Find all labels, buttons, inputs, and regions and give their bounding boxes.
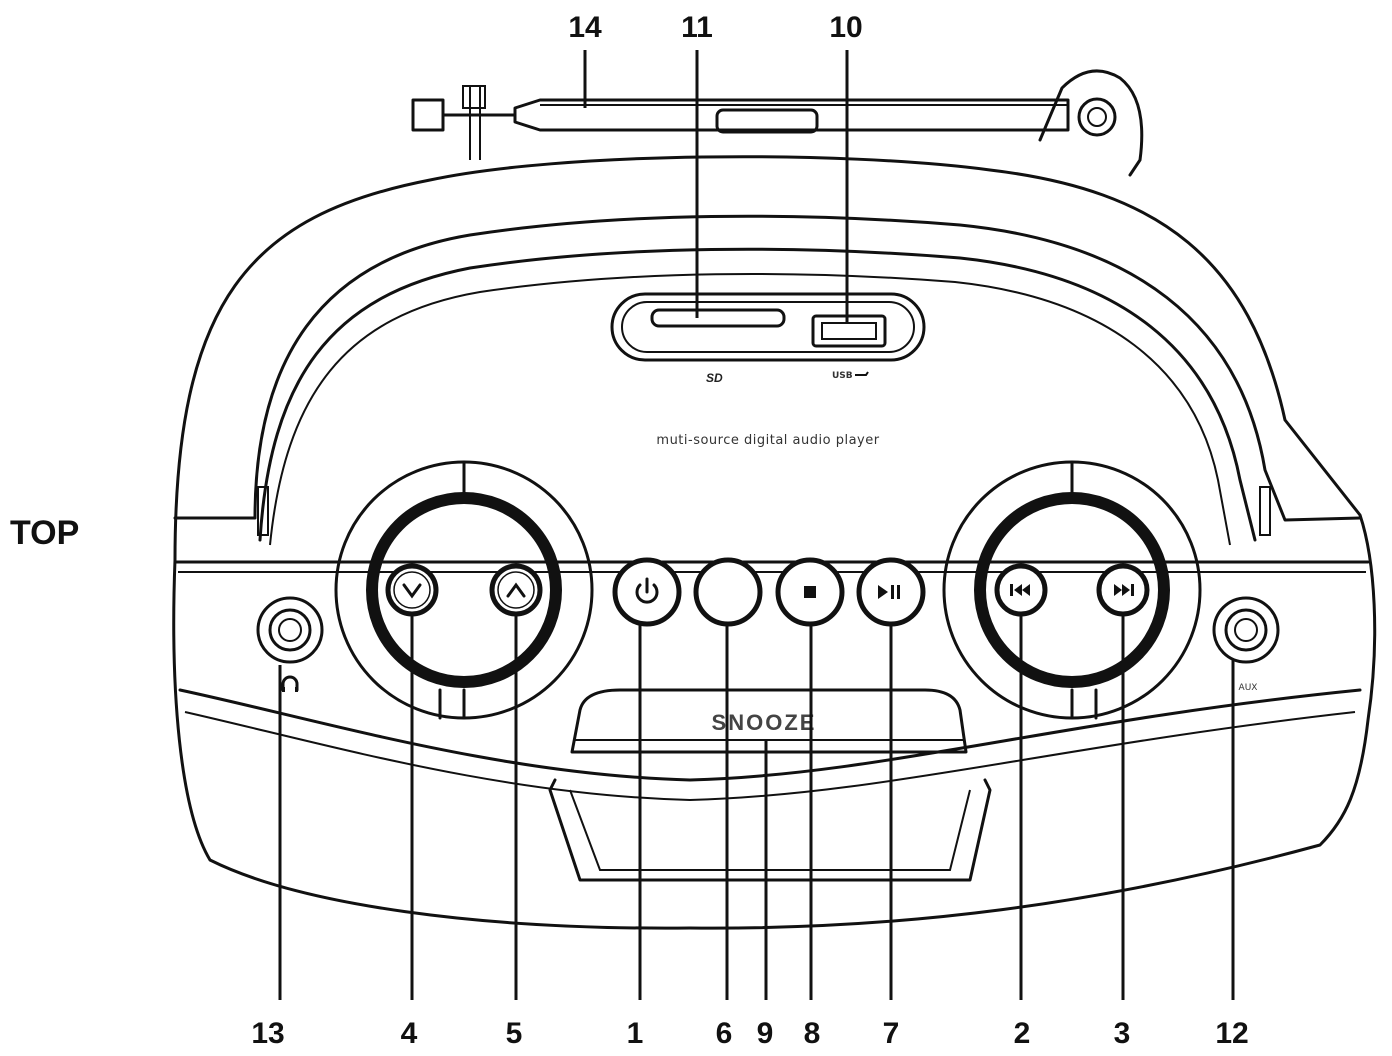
- callout-antenna: 14: [568, 11, 602, 44]
- panel-inscription: muti-source digital audio player: [656, 433, 879, 448]
- media-slot-panel: SD USB: [610, 292, 926, 385]
- callout-next-button: 3: [1114, 1017, 1131, 1050]
- stop-button[interactable]: [775, 557, 845, 627]
- aux-jack[interactable]: [1212, 596, 1280, 664]
- sd-slot-label: SD: [706, 371, 723, 385]
- callout-headphone-jack: 13: [251, 1017, 284, 1050]
- blank-button[interactable]: [693, 557, 763, 627]
- down-button[interactable]: [385, 563, 439, 617]
- callout-snooze-bar: 9: [757, 1017, 774, 1050]
- stop-icon: [804, 586, 816, 598]
- callout-aux-jack: 12: [1215, 1017, 1248, 1050]
- snooze-bar[interactable]: SNOOZE: [570, 688, 968, 754]
- right-control-dial: [942, 460, 1202, 720]
- left-control-dial: [334, 460, 594, 720]
- aux-jack-label: AUX: [1239, 683, 1258, 693]
- skip-previous-icon: [1010, 584, 1030, 596]
- skip-next-icon: [1114, 584, 1134, 596]
- play-pause-button[interactable]: [856, 557, 926, 627]
- callout-usb-port: 10: [829, 11, 862, 44]
- view-side-label: TOP: [10, 514, 79, 552]
- usb-port[interactable]: [811, 314, 887, 348]
- callout-sd-slot: 11: [681, 11, 713, 44]
- callout-up-button: 5: [506, 1017, 523, 1050]
- callout-down-button: 4: [401, 1017, 418, 1050]
- radio-body: [172, 155, 1377, 930]
- callout-power-button: 1: [627, 1017, 644, 1050]
- callout-stop-button: 8: [804, 1017, 821, 1050]
- sd-card-slot[interactable]: [650, 308, 786, 328]
- headphones-icon: [281, 675, 299, 692]
- up-button[interactable]: [489, 563, 543, 617]
- callout-leaders: [278, 50, 1235, 1000]
- next-button[interactable]: [1096, 563, 1150, 617]
- power-icon: [635, 577, 659, 604]
- snooze-label: SNOOZE: [712, 710, 817, 735]
- antenna: [411, 69, 1144, 177]
- callout-previous-button: 2: [1014, 1017, 1031, 1050]
- chevron-down-icon: [402, 583, 422, 599]
- headphone-jack[interactable]: [256, 596, 324, 664]
- callout-play-pause-button: 7: [883, 1017, 900, 1050]
- usb-port-label: USB: [832, 371, 853, 381]
- power-button[interactable]: [612, 557, 682, 627]
- previous-button[interactable]: [994, 563, 1048, 617]
- callout-blank-button: 6: [716, 1017, 733, 1050]
- play-pause-icon: [878, 585, 900, 599]
- chevron-up-icon: [506, 582, 526, 598]
